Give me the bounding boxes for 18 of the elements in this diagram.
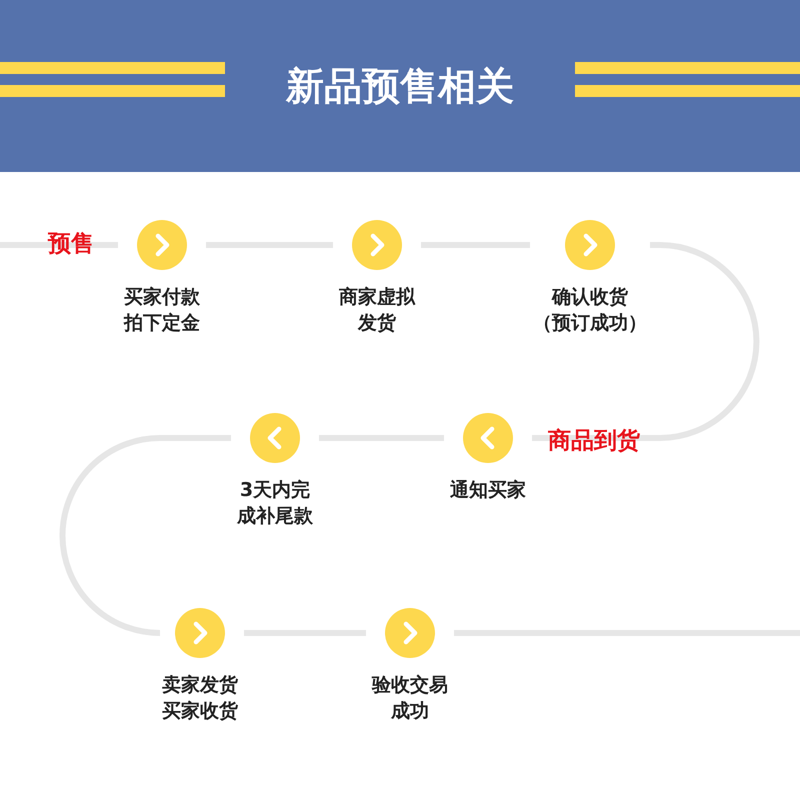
stage-label: 商品到货 xyxy=(548,427,640,456)
track-line xyxy=(319,435,444,441)
step-text: 3天内完成补尾款 xyxy=(236,478,314,529)
step-text: 商家虚拟发货 xyxy=(338,285,416,336)
step-text: 卖家发货买家收货 xyxy=(161,673,239,724)
title: 新品预售相关 xyxy=(286,63,514,110)
track-line xyxy=(532,242,760,441)
step-text: 买家付款拍下定金 xyxy=(122,285,201,336)
track-line xyxy=(244,630,366,636)
track-line xyxy=(206,242,333,248)
track-line xyxy=(454,630,800,636)
stage-label: 预售 xyxy=(48,230,94,259)
track-line xyxy=(60,435,231,636)
step-text: 通知买家 xyxy=(449,478,527,503)
step-text: 验收交易成功 xyxy=(370,673,449,724)
track-line xyxy=(0,242,118,248)
track-line xyxy=(421,242,530,248)
step-text: 确认收货（预订成功） xyxy=(532,285,648,336)
